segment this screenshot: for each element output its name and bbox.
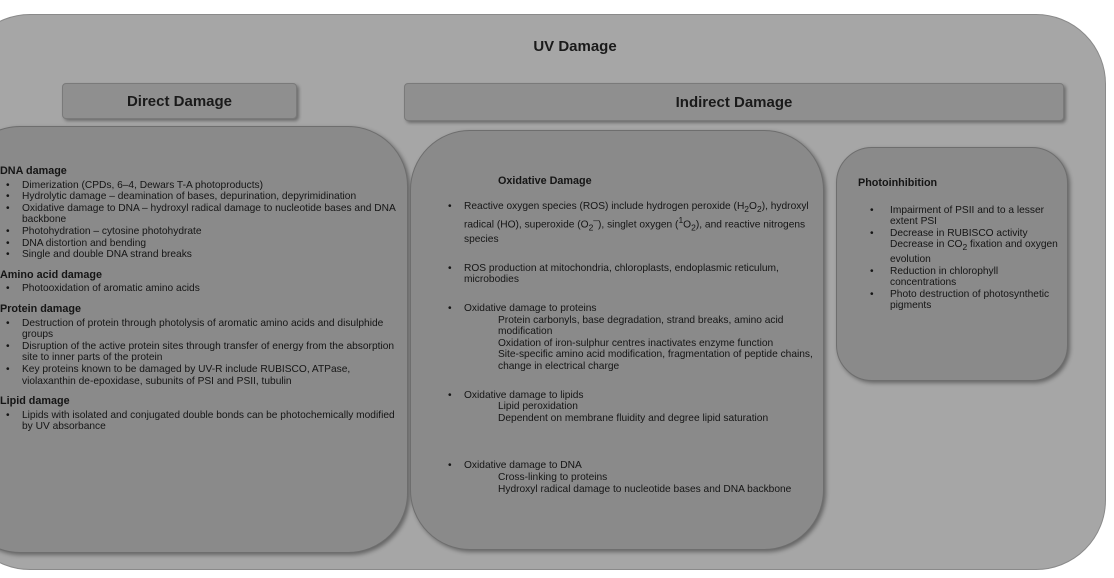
section-heading: Oxidative Damage <box>498 175 592 187</box>
oxidative-dna-item: Oxidative damage to DNA Cross-linking to… <box>442 460 814 495</box>
amino-acid-damage-section: Amino acid damage Photooxidation of arom… <box>0 268 398 295</box>
list-item: Single and double DNA strand breaks <box>0 249 398 261</box>
dna-damage-section: DNA damage Dimerization (CPDs, 6–4, Dewa… <box>0 165 398 261</box>
list-item: Photooxidation of aromatic amino acids <box>0 283 398 295</box>
section-heading: Lipid damage <box>0 395 70 408</box>
list-item: Key proteins known to be damaged by UV-R… <box>0 364 398 387</box>
list-item: Disruption of the active protein sites t… <box>0 341 398 364</box>
list-item: Reduction in chlorophyll concentrations <box>858 266 1062 289</box>
section-heading: Protein damage <box>0 302 81 315</box>
section-heading: DNA damage <box>0 165 67 177</box>
indirect-damage-header: Indirect Damage <box>404 83 1064 121</box>
list-item: Lipids with isolated and conjugated doub… <box>0 410 398 433</box>
direct-damage-header: Direct Damage <box>62 83 297 119</box>
list-item: Dimerization (CPDs, 6–4, Dewars T-A phot… <box>0 180 398 192</box>
protein-damage-section: Protein damage Destruction of protein th… <box>0 302 398 387</box>
section-heading: Photoinhibition <box>858 177 938 189</box>
sub-line: Protein carbonyls, base degradation, str… <box>498 314 784 338</box>
list-item: Photohydration – cytosine photohydrate <box>0 226 398 238</box>
lipid-damage-section: Lipid damage Lipids with isolated and co… <box>0 395 398 433</box>
section-heading: Amino acid damage <box>0 268 102 281</box>
list-item: Hydrolytic damage – deamination of bases… <box>0 191 398 203</box>
direct-damage-content: DNA damage Dimerization (CPDs, 6–4, Dewa… <box>0 165 398 433</box>
sub-line: Cross-linking to proteins <box>498 471 608 483</box>
photoinhibition-panel <box>836 147 1068 381</box>
list-item: Impairment of PSII and to a lesser exten… <box>858 205 1062 228</box>
list-item: DNA distortion and bending <box>0 238 398 250</box>
diagram-title: UV Damage <box>533 38 617 55</box>
sub-line: Site-specific amino acid modification, f… <box>498 349 813 372</box>
sub-line: Dependent on membrane fluidity and degre… <box>498 412 769 424</box>
list-item-continuation: Decrease in CO2 fixation and oxygen evol… <box>890 239 1058 265</box>
ros-production-item: ROS production at mitochondria, chloropl… <box>442 263 814 286</box>
photoinhibition-content: Photoinhibition Impairment of PSII and t… <box>858 177 1062 312</box>
sub-line: Lipid peroxidation <box>498 401 578 413</box>
sub-line: Oxidation of iron-sulphur centres inacti… <box>498 337 774 349</box>
ros-species-item: Reactive oxygen species (ROS) include hy… <box>442 201 814 246</box>
list-item: Oxidative damage to DNA – hydroxyl radic… <box>0 203 398 226</box>
list-item: Decrease in RUBISCO activity <box>858 228 1062 240</box>
list-item: Photo destruction of photosynthetic pigm… <box>858 289 1062 312</box>
oxidative-lipids-item: Oxidative damage to lipids Lipid peroxid… <box>442 390 814 425</box>
oxidative-proteins-item: Oxidative damage to proteins Protein car… <box>442 303 814 373</box>
sub-line: Hydroxyl radical damage to nucleotide ba… <box>498 483 792 495</box>
oxidative-damage-content: Oxidative Damage Reactive oxygen species… <box>442 175 814 495</box>
list-item: Destruction of protein through photolysi… <box>0 318 398 341</box>
